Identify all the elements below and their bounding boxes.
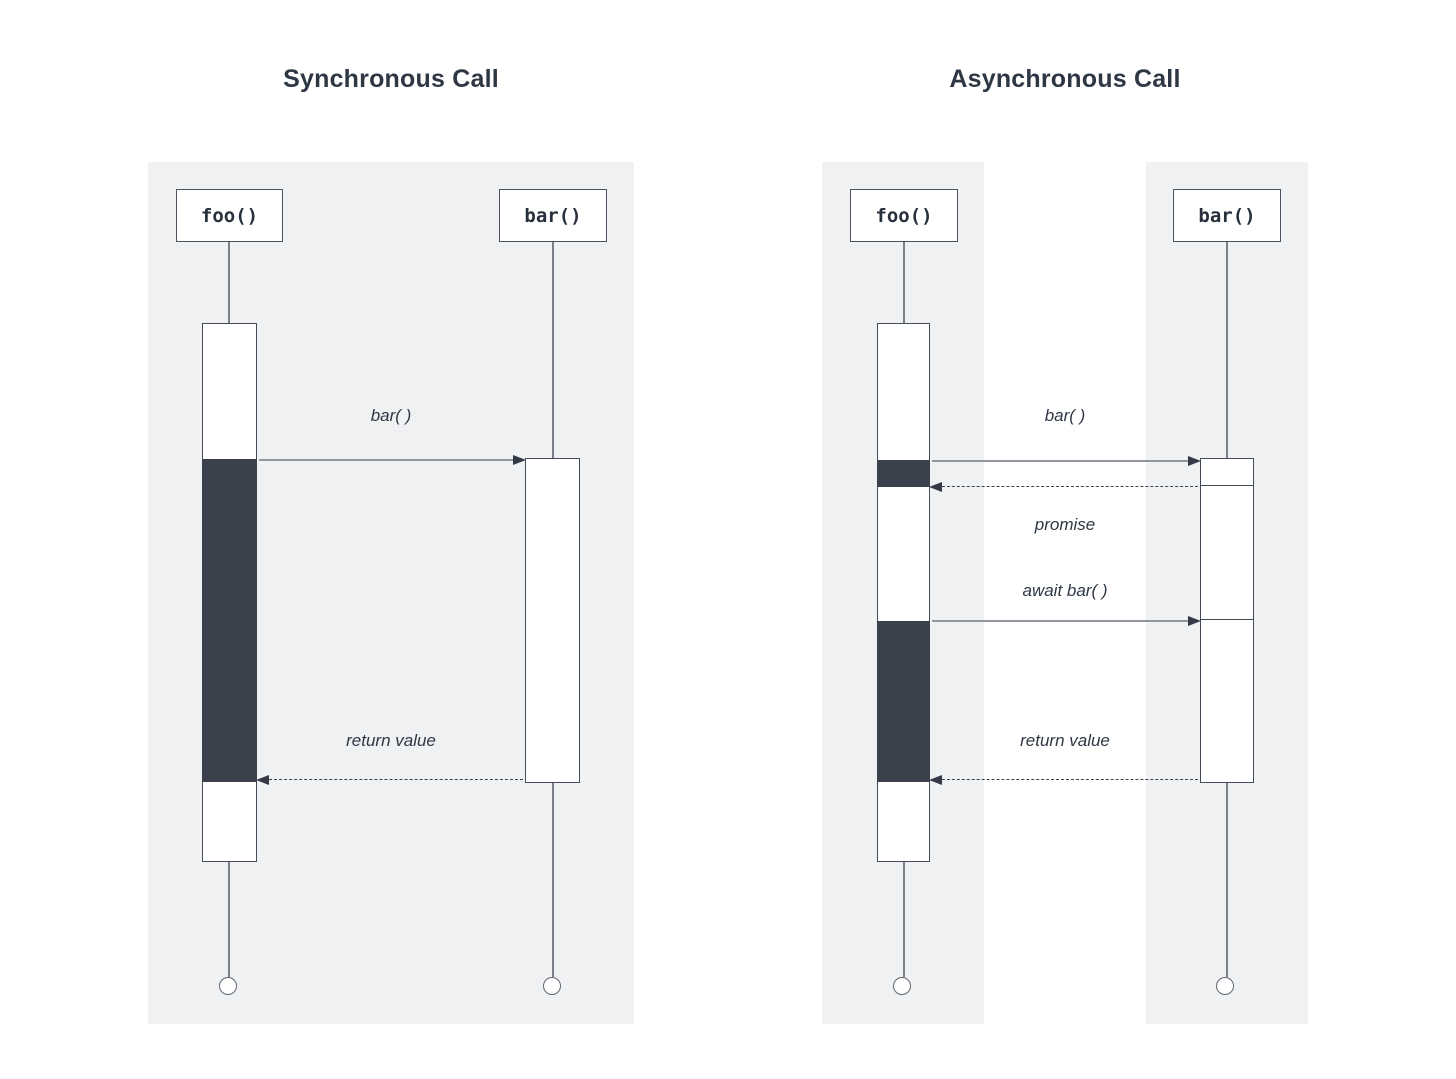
sync-diagram-title: Synchronous Call [283, 65, 499, 93]
sync-foo-blocked-segment [202, 459, 257, 782]
sync-call-arrow [257, 454, 526, 466]
sync-actor-foo-label: foo() [200, 204, 259, 227]
async-foo-activation [877, 323, 930, 862]
sync-return-label: return value [346, 731, 436, 750]
sync-foo-lifeline-top [228, 242, 230, 323]
arrowhead-right-icon [1188, 456, 1201, 466]
sync-foo-activation [202, 323, 257, 862]
async-foo-blocked-segment-2 [877, 621, 930, 782]
async-promise-label: promise [1034, 515, 1096, 534]
sync-bar-activation [525, 458, 580, 783]
sync-actor-bar-label: bar() [524, 204, 582, 227]
sync-foo-end-circle-icon [219, 977, 237, 995]
async-bar-activation-segment-3 [1200, 619, 1254, 783]
arrow-shaft-dashed [932, 779, 1198, 780]
sync-call-label: bar( ) [370, 406, 412, 425]
sync-foo-lifeline-bottom [228, 862, 230, 977]
arrow-shaft [932, 460, 1198, 462]
arrow-shaft-dashed [932, 486, 1198, 487]
sync-bar-end-circle-icon [543, 977, 561, 995]
async-return-arrow [929, 774, 1200, 786]
async-foo-lifeline-bottom [903, 862, 905, 977]
sync-bar-lifeline-bottom [552, 783, 554, 977]
arrowhead-right-icon [1188, 616, 1201, 626]
async-call-label: bar( ) [1044, 406, 1086, 425]
async-actor-foo-label: foo() [875, 204, 933, 227]
async-foo-lifeline-top [903, 242, 905, 323]
sync-actor-foo-box: foo() [176, 189, 283, 242]
arrowhead-right-icon [513, 455, 526, 465]
arrowhead-left-icon [929, 775, 942, 785]
sync-return-arrow [256, 774, 525, 786]
async-actor-foo-box: foo() [850, 189, 958, 242]
sync-bar-lifeline-top [552, 242, 554, 458]
async-foo-end-circle-icon [893, 977, 911, 995]
async-call-arrow [930, 455, 1201, 467]
arrow-shaft [259, 459, 523, 461]
arrow-shaft-dashed [259, 779, 523, 780]
async-bar-activation-segment-2 [1200, 485, 1254, 620]
sync-actor-bar-box: bar() [499, 189, 607, 242]
async-bar-lifeline-top [1226, 242, 1228, 458]
async-actor-bar-box: bar() [1173, 189, 1281, 242]
async-bar-end-circle-icon [1216, 977, 1234, 995]
async-promise-arrow [929, 481, 1200, 493]
async-diagram-title: Asynchronous Call [949, 65, 1181, 93]
async-bar-lifeline-bottom [1226, 783, 1228, 977]
arrow-shaft [932, 620, 1198, 622]
async-actor-bar-label: bar() [1198, 204, 1256, 227]
async-await-arrow [930, 615, 1201, 627]
arrowhead-left-icon [929, 482, 942, 492]
async-return-label: return value [1020, 731, 1110, 750]
async-foo-blocked-segment-1 [877, 460, 930, 487]
async-bar-activation-segment-1 [1200, 458, 1254, 486]
async-await-label: await bar( ) [1022, 581, 1108, 600]
arrowhead-left-icon [256, 775, 269, 785]
